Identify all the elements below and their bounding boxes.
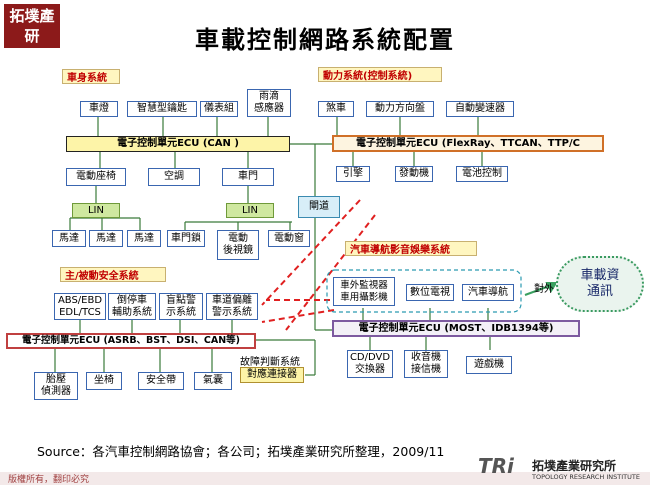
gateway: 閘道 — [298, 196, 340, 218]
module-brake: 煞車 — [318, 101, 354, 117]
module-abs-ebd: ABS/EBD EDL/TCS — [54, 293, 106, 320]
external-label: 對外 — [534, 284, 554, 295]
copyright-text: 版權所有，翻印必究 — [8, 475, 90, 485]
module-airbag: 氣囊 — [194, 372, 232, 390]
fault-diagnosis-label: 故障判斷系統 — [240, 357, 300, 368]
footer-logo-cn: 拓墣產業研究所 — [532, 459, 617, 473]
category-safety: 主/被動安全系統 — [60, 267, 166, 282]
module-smart-key: 智慧型鑰匙 — [127, 101, 197, 117]
motor-2: 馬達 — [89, 230, 123, 247]
telematics-cloud: 車載資 通訊 — [556, 256, 644, 312]
module-radio-receiver: 收音機 接信機 — [404, 350, 448, 378]
module-digital-tv: 數位電視 — [406, 284, 454, 301]
module-game-console: 遊戲機 — [466, 356, 512, 374]
category-powertrain: 動力系統(控制系統) — [318, 67, 442, 82]
module-lane-departure: 車道偏離 警示系統 — [206, 293, 258, 320]
infotainment-ecu: 電子控制單元ECU (MOST、IDB1394等) — [332, 320, 580, 337]
module-exterior-camera: 車外監視器 車用攝影機 — [333, 277, 395, 306]
module-tire-pressure: 胎壓 偵測器 — [34, 372, 78, 400]
module-seat-belt: 安全帶 — [138, 372, 184, 390]
body-ecu: 電子控制單元ECU (CAN ) — [66, 136, 290, 152]
module-instrument-cluster: 儀表組 — [200, 101, 238, 117]
module-auto-transmission: 自動變速器 — [446, 101, 514, 117]
module-rain-sensor: 雨滴 感應器 — [247, 89, 291, 117]
motor-1: 馬達 — [52, 230, 86, 247]
module-parking-assist: 倒停車 輔助系統 — [108, 293, 156, 320]
module-power-seat: 電動座椅 — [66, 168, 126, 186]
module-power-steering: 動力方向盤 — [366, 101, 434, 117]
module-cd-dvd-changer: CD/DVD 交換器 — [347, 350, 393, 378]
module-power-window: 電動窗 — [268, 230, 310, 247]
module-door-lock: 車門鎖 — [167, 230, 205, 247]
diagnostic-connector: 對應連接器 — [240, 367, 304, 383]
safety-ecu: 電子控制單元ECU (ASRB、BST、DSI、CAN等) — [6, 333, 256, 349]
page-title: 車載控制網路系統配置 — [195, 25, 455, 54]
module-motor-generator: 發動機 — [395, 166, 433, 182]
category-body: 車身系統 — [62, 69, 120, 84]
lin-bus-door: LIN — [226, 203, 274, 218]
brand-logo: 拓墣產研 — [4, 4, 60, 48]
footer-logo-mark: TRi — [478, 454, 514, 478]
motor-3: 馬達 — [127, 230, 161, 247]
module-car-navigation: 汽車導航 — [462, 284, 514, 301]
module-engine: 引擎 — [336, 166, 370, 182]
module-battery-control: 電池控制 — [456, 166, 508, 182]
module-air-conditioning: 空調 — [148, 168, 200, 186]
category-infotainment: 汽車導航影音娛樂系統 — [345, 241, 477, 256]
module-blind-spot: 盲點警 示系統 — [159, 293, 203, 320]
source-note: Source：各汽車控制網路協會；各公司；拓墣產業研究所整理，2009/11 — [37, 444, 445, 459]
module-door: 車門 — [222, 168, 274, 186]
module-headlight: 車燈 — [80, 101, 118, 117]
footer-bar — [0, 472, 650, 485]
footer-logo-en: TOPOLOGY RESEARCH INSTITUTE — [532, 473, 640, 481]
powertrain-ecu: 電子控制單元ECU (FlexRay、TTCAN、TTP/C — [332, 135, 604, 152]
module-seat: 坐椅 — [86, 372, 122, 390]
module-power-mirror: 電動 後視鏡 — [217, 230, 259, 260]
lin-bus-seat: LIN — [72, 203, 120, 218]
